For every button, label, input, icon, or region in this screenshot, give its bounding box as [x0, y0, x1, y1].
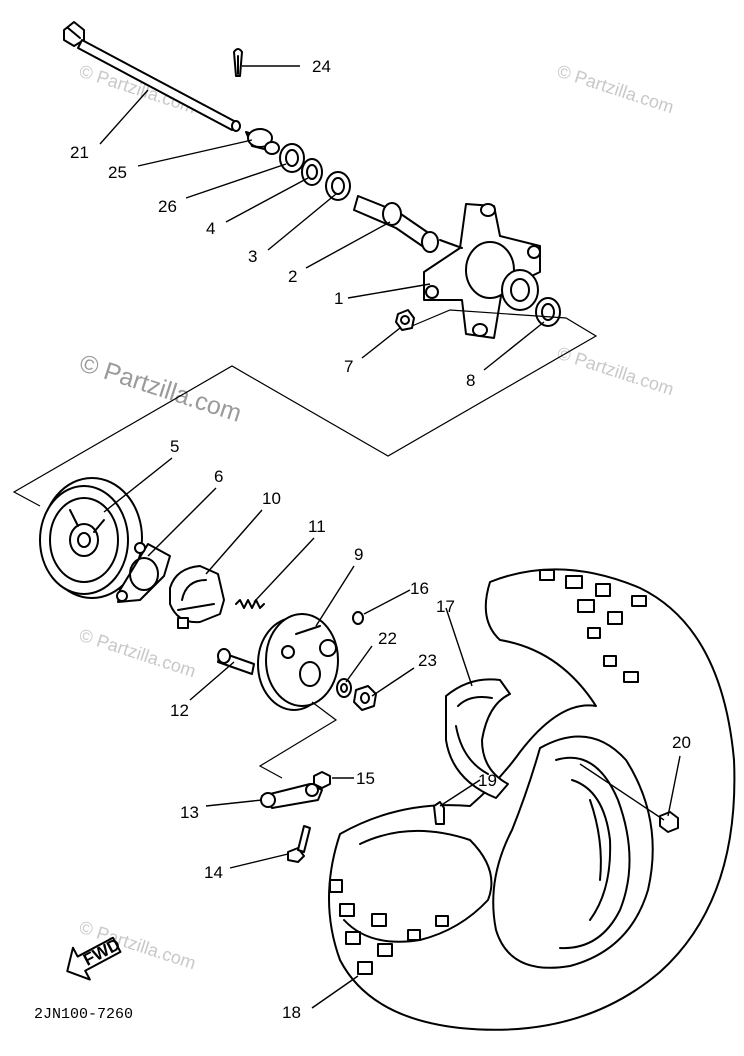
callout-label: 10: [262, 489, 281, 508]
collar-part-2: [353, 195, 439, 253]
rim-part-17: [445, 678, 511, 799]
bearing-part-26: [279, 143, 305, 173]
camshaft-part-12: [217, 648, 255, 675]
callout-label: 17: [436, 597, 455, 616]
washer-part-16: [352, 611, 364, 625]
callout-label: 7: [344, 357, 353, 376]
watermark: © Partzilla.com: [77, 625, 199, 682]
callout-label: 23: [418, 651, 437, 670]
watermark-large: © Partzilla.com: [76, 349, 245, 428]
callout-label: 20: [672, 733, 691, 752]
assembly-outline: [12, 309, 598, 507]
washer-part-22: [336, 678, 352, 698]
seal-part-4: [301, 158, 323, 186]
plate-part-6: [116, 542, 171, 603]
seal-part-8: [535, 297, 561, 327]
callout-label: 9: [354, 545, 363, 564]
hub-part-1: [423, 203, 541, 339]
callout-label: 18: [282, 1003, 301, 1022]
callout-labels: 24 21 25 26 4 3 2 1 7 8 5 6 10 11 9 16 1…: [70, 57, 691, 1022]
callout-label: 16: [410, 579, 429, 598]
watermark: © Partzilla.com: [555, 61, 677, 118]
callout-label: 15: [356, 769, 375, 788]
callout-label: 21: [70, 143, 89, 162]
callout-label: 26: [158, 197, 177, 216]
callout-label: 1: [334, 289, 343, 308]
callout-label: 8: [466, 371, 475, 390]
spring-part-11: [235, 599, 265, 609]
callout-label: 4: [206, 219, 215, 238]
callout-label: 6: [214, 467, 223, 486]
cam-lever-part-13: [260, 783, 323, 809]
nut-part-7: [395, 309, 415, 331]
callout-label: 11: [308, 517, 326, 536]
callout-label: 12: [170, 701, 189, 720]
callout-label: 3: [248, 247, 257, 266]
callout-label: 25: [108, 163, 127, 182]
brake-panel-part-9: [257, 613, 339, 711]
panel-lever-link: [258, 701, 338, 779]
callout-label: 24: [312, 57, 331, 76]
leader-lines: [99, 65, 681, 1009]
nut-part-15: [313, 771, 331, 789]
bearing-part-3: [325, 171, 351, 201]
callout-label: 19: [478, 771, 497, 790]
brake-shoe-part-10: [169, 565, 225, 629]
nut-part-23: [353, 685, 377, 711]
valve-part-19: [433, 801, 445, 825]
callout-label: 13: [180, 803, 199, 822]
tire-part-18: [328, 568, 736, 1031]
cotter-pin-part-24: [233, 48, 243, 77]
nut-part-20: [659, 811, 679, 833]
diagram-part-number: 2JN100-7260: [34, 1006, 133, 1023]
axle-part-21: [63, 21, 241, 132]
watermark: © Partzilla.com: [555, 343, 677, 400]
callout-label: 2: [288, 267, 297, 286]
bolt-part-14: [287, 825, 311, 863]
brake-drum-part-5: [39, 477, 143, 599]
callout-label: 5: [170, 437, 179, 456]
callout-label: 14: [204, 863, 223, 882]
spacer-part-25: [245, 128, 280, 155]
callout-label: 22: [378, 629, 397, 648]
